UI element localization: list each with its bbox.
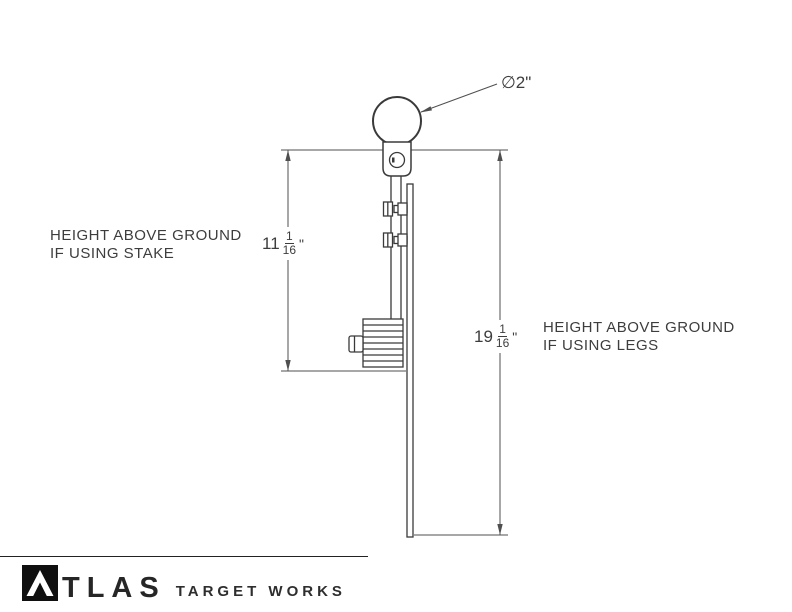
dim-stake-numerator: 1 <box>284 229 294 244</box>
target-plate <box>406 183 414 538</box>
note-stake: HEIGHT ABOVE GROUND IF USING STAKE <box>50 227 242 263</box>
dim-stake-fraction: 1 16 <box>283 230 296 257</box>
dim-stake-unit: " <box>299 235 304 252</box>
dim-legs-denominator: 16 <box>495 336 510 350</box>
spring-base <box>348 318 404 368</box>
note-stake-line2: IF USING STAKE <box>50 245 175 262</box>
logo-wordmark: TLAS <box>62 572 166 604</box>
note-stake-line1: HEIGHT ABOVE GROUND <box>50 227 242 244</box>
pivot-bolt <box>388 151 406 169</box>
dim-stake-label: 11 1 16 " <box>259 227 307 260</box>
note-legs-line2: IF USING LEGS <box>543 337 659 354</box>
diameter-label: ∅2" <box>501 73 532 92</box>
dim-legs-label: 19 1 16 " <box>471 320 521 353</box>
bolt-lower <box>382 232 408 248</box>
dim-legs-numerator: 1 <box>498 322 507 337</box>
dim-stake-denominator: 16 <box>282 243 297 257</box>
logo-tagline: TARGET WORKS <box>175 583 346 600</box>
stake-nub <box>348 335 364 353</box>
dim-legs-fraction: 1 16 <box>496 323 509 350</box>
diameter-leader-line <box>420 83 498 113</box>
atlas-logo: TLAS TARGET WORKS <box>22 565 346 604</box>
note-legs: HEIGHT ABOVE GROUND IF USING LEGS <box>543 319 735 355</box>
target-gong <box>372 96 422 146</box>
title-block-divider <box>0 556 368 557</box>
logo-mark <box>22 565 58 601</box>
note-legs-line1: HEIGHT ABOVE GROUND <box>543 319 735 336</box>
dim-legs-whole: 19 <box>474 327 493 346</box>
dim-legs-unit: " <box>512 328 518 345</box>
dim-stake-whole: 11 <box>262 234 280 253</box>
bolt-upper <box>382 201 408 217</box>
atlas-a-icon <box>26 570 54 596</box>
hanger-strap <box>390 173 402 323</box>
clevis-bracket <box>382 141 412 177</box>
